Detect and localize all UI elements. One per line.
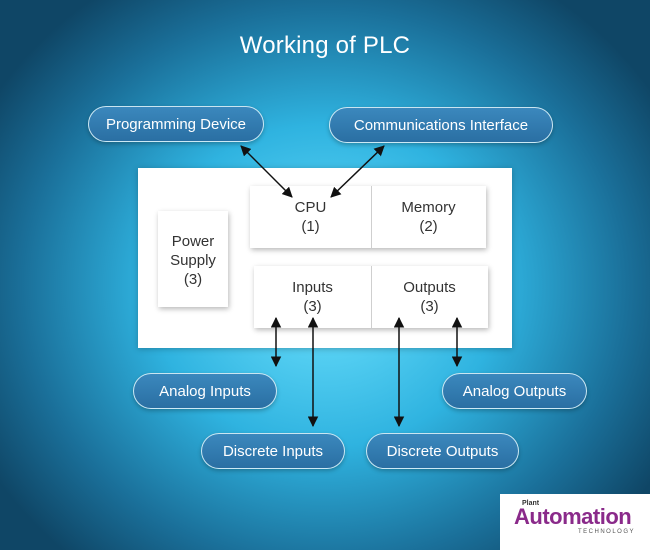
power-supply-box: Power Supply (3) (158, 211, 228, 307)
logo-main-text: Automation (514, 504, 632, 529)
communications-interface-node: Communications Interface (329, 107, 553, 143)
memory-number: (2) (419, 218, 438, 235)
communications-cpu-arrow (330, 145, 385, 198)
programming-device-cpu-arrow (240, 145, 293, 198)
power-supply-number: (3) (183, 271, 203, 288)
power-supply-line2: Supply (170, 252, 216, 269)
cpu-number: (1) (301, 218, 320, 235)
discrete-inputs-node: Discrete Inputs (201, 433, 345, 469)
inputs-label: Inputs (292, 279, 333, 296)
outputs-number: (3) (420, 298, 439, 315)
cpu-memory-divider (371, 186, 372, 248)
diagram-title: Working of PLC (239, 32, 411, 59)
cpu-label: CPU (294, 199, 327, 216)
power-supply-line1: Power (171, 233, 215, 250)
logo-small-text: Plant (522, 500, 540, 507)
outputs-label: Outputs (403, 279, 456, 296)
inputs-number: (3) (303, 298, 322, 315)
programming-device-node: Programming Device (88, 106, 264, 142)
analog-inputs-node: Analog Inputs (133, 373, 277, 409)
inputs-outputs-box: Inputs (3) Outputs (3) (254, 266, 488, 328)
plant-automation-logo: Plant Automation TECHNOLOGY (500, 494, 650, 550)
logo-tech-text: TECHNOLOGY (578, 529, 636, 535)
io-divider (371, 266, 372, 328)
memory-label: Memory (401, 199, 456, 216)
analog-outputs-node: Analog Outputs (442, 373, 587, 409)
discrete-outputs-node: Discrete Outputs (366, 433, 519, 469)
